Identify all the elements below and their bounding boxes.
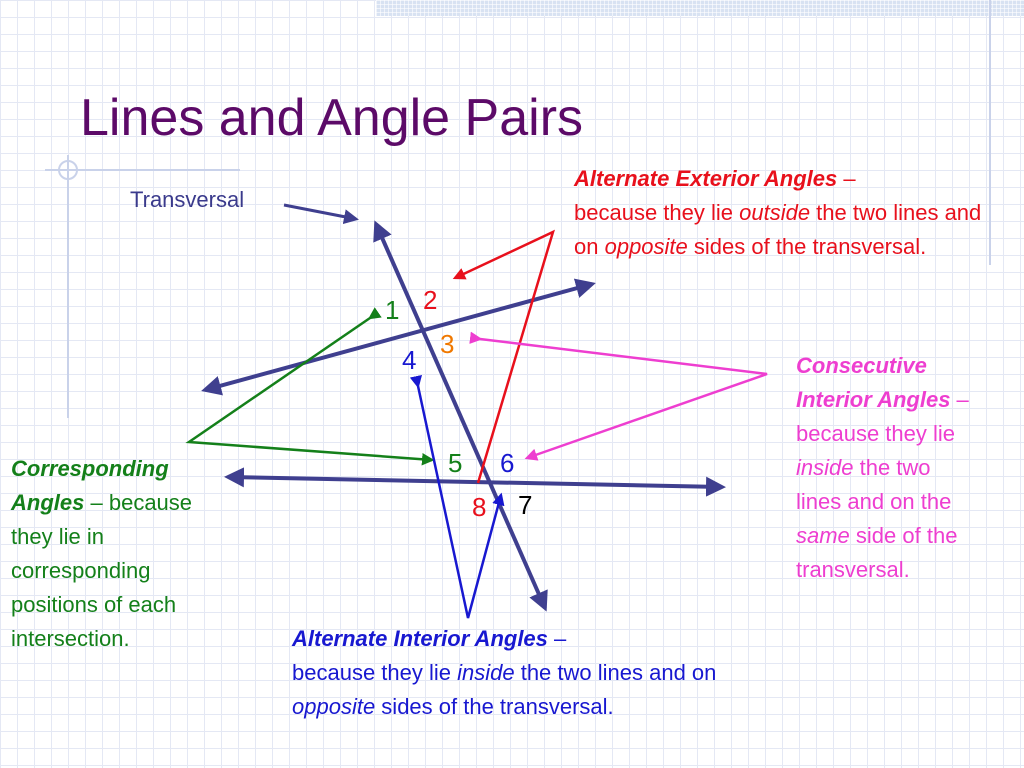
alternate-exterior-title: Alternate Exterior Angles — [574, 166, 838, 191]
corresponding-text-1: because they lie in corresponding positi… — [11, 490, 193, 651]
angle-4-label: 4 — [402, 345, 417, 375]
alternate-exterior-em-1: outside — [739, 200, 811, 225]
consecutive-interior-description: Consecutive Interior Angles – because th… — [796, 349, 981, 587]
alternate-exterior-text-2: the two lines and on — [574, 200, 982, 259]
alternate-exterior-description: Alternate Exterior Angles – because they… — [574, 162, 984, 264]
corresponding-pointer — [185, 307, 435, 466]
alternate-interior-em-1: inside — [457, 660, 515, 685]
angle-1-label: 1 — [385, 295, 400, 325]
lower-line — [224, 467, 726, 497]
consecutive-interior-em-1: inside — [796, 455, 854, 480]
angle-6-label: 6 — [500, 448, 515, 478]
angle-8-label: 8 — [472, 492, 487, 522]
alternate-interior-text-1: because they lie — [292, 660, 458, 685]
alternate-exterior-pointer — [452, 229, 555, 484]
alternate-exterior-em-2: opposite — [604, 234, 688, 259]
alternate-exterior-text-3: sides of the transversal. — [687, 234, 927, 259]
corresponding-title: Corresponding Angles — [11, 456, 169, 515]
transversal-pointer — [283, 203, 359, 225]
alternate-exterior-dash: – — [837, 166, 856, 191]
consecutive-interior-pointer — [469, 331, 768, 461]
alternate-interior-pointer — [409, 374, 505, 619]
alternate-interior-text-2: the two lines and on — [514, 660, 717, 685]
angle-5-label: 5 — [448, 448, 463, 478]
alternate-interior-text-3: sides of the transversal. — [375, 694, 614, 719]
consecutive-interior-title: Consecutive Interior Angles — [796, 353, 951, 412]
angle-7-label: 7 — [518, 490, 533, 520]
corresponding-description: Corresponding Angles – because they lie … — [11, 452, 233, 656]
consecutive-interior-text-1: because they lie — [796, 421, 955, 446]
angle-3-label: 3 — [440, 329, 455, 359]
consecutive-interior-dash: – — [950, 387, 969, 412]
transversal-label: Transversal — [130, 187, 245, 212]
alternate-exterior-text-1: because they lie — [574, 200, 740, 225]
alternate-interior-dash: – — [547, 626, 567, 651]
transversal-line — [373, 220, 548, 612]
alternate-interior-title: Alternate Interior Angles — [292, 626, 548, 651]
corresponding-dash: – — [84, 490, 103, 515]
consecutive-interior-text-3: side of the transversal. — [796, 523, 958, 582]
angle-2-label: 2 — [423, 285, 438, 315]
title-decoration-band — [376, 0, 1024, 16]
slide-title: Lines and Angle Pairs — [80, 89, 584, 147]
alternate-interior-em-2: opposite — [292, 694, 376, 719]
alternate-interior-description: Alternate Interior Angles – because they… — [292, 622, 762, 724]
consecutive-interior-text-2: the two lines and on the — [796, 455, 952, 514]
consecutive-interior-em-2: same — [796, 523, 850, 548]
